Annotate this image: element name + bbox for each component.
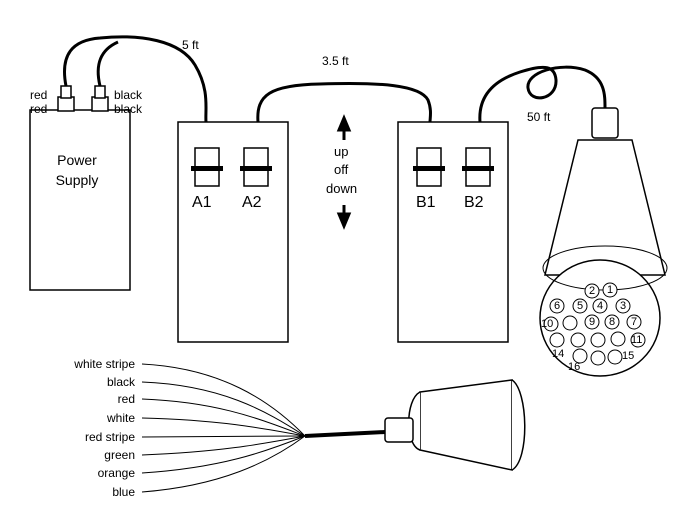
switch-a1 — [191, 147, 223, 187]
switch-label-a2: A2 — [242, 194, 262, 211]
switch-a2 — [240, 147, 272, 187]
pin-label-3: 3 — [620, 300, 627, 312]
pin-label-14: 14 — [552, 348, 565, 360]
switch-b1 — [413, 147, 445, 187]
switch-b2 — [462, 147, 494, 187]
switch-label-b1: B1 — [416, 194, 436, 211]
wire-label-blue: blue — [112, 485, 135, 499]
switch-label-a1: A1 — [192, 194, 212, 211]
position-label-down: down — [326, 181, 358, 196]
power-supply-label-line2: Supply — [55, 172, 99, 188]
cable-bottom-probe — [304, 430, 386, 438]
pin-label-1: 1 — [607, 284, 614, 296]
probe-connector — [539, 107, 668, 377]
cable-length-3-5ft: 3.5 ft — [322, 54, 349, 68]
pin-label-5: 5 — [577, 300, 584, 312]
position-label-up: up — [334, 144, 349, 159]
pin-label-9: 9 — [589, 316, 596, 328]
wire-label-green: green — [104, 448, 135, 462]
pin-label-7: 7 — [631, 316, 638, 328]
wire-label-orange: orange — [97, 466, 135, 480]
cable-supply-black — [96, 40, 119, 87]
arrow-down-icon — [336, 205, 352, 230]
power-supply-box — [29, 109, 131, 291]
cable-supply-to-box-a — [63, 35, 208, 123]
power-supply-plug-red — [57, 85, 75, 112]
lead-label-black-2: black — [114, 102, 143, 116]
pin-label-10: 10 — [541, 318, 554, 330]
wire-label-red: red — [117, 392, 135, 406]
lead-label-red-1: red — [30, 88, 48, 102]
cable-box-b-to-probe — [478, 65, 607, 123]
pin-label-8: 8 — [609, 316, 616, 328]
wire-label-white-stripe: white stripe — [74, 357, 135, 371]
connector-pin-circles — [543, 282, 646, 366]
switch-box-b — [397, 121, 509, 343]
pin-label-16: 16 — [568, 361, 581, 373]
pin-label-15: 15 — [622, 350, 635, 362]
position-label-off: off — [334, 162, 349, 177]
cable-length-50ft: 50 ft — [527, 110, 551, 124]
power-supply-plug-black — [91, 85, 109, 112]
cable-length-5ft: 5 ft — [182, 38, 199, 52]
wire-label-white: white — [106, 411, 135, 425]
wire-label-red-stripe: red stripe — [84, 430, 135, 444]
switch-label-b2: B2 — [464, 194, 484, 211]
pin-label-4: 4 — [597, 300, 604, 312]
lead-label-black-1: black — [114, 88, 143, 102]
pin-label-6: 6 — [554, 300, 561, 312]
cable-box-a-to-box-b — [256, 81, 432, 123]
pin-label-11: 11 — [631, 334, 643, 346]
probe-bottom — [384, 379, 526, 471]
lead-label-red-2: red — [30, 102, 48, 116]
arrow-up-icon — [336, 114, 352, 140]
power-supply-label: Power Supply — [42, 150, 112, 190]
power-supply-label-line1: Power — [57, 152, 97, 168]
wire-fan-out — [141, 363, 306, 493]
pin-label-2: 2 — [589, 285, 596, 297]
wire-label-black: black — [106, 375, 135, 389]
